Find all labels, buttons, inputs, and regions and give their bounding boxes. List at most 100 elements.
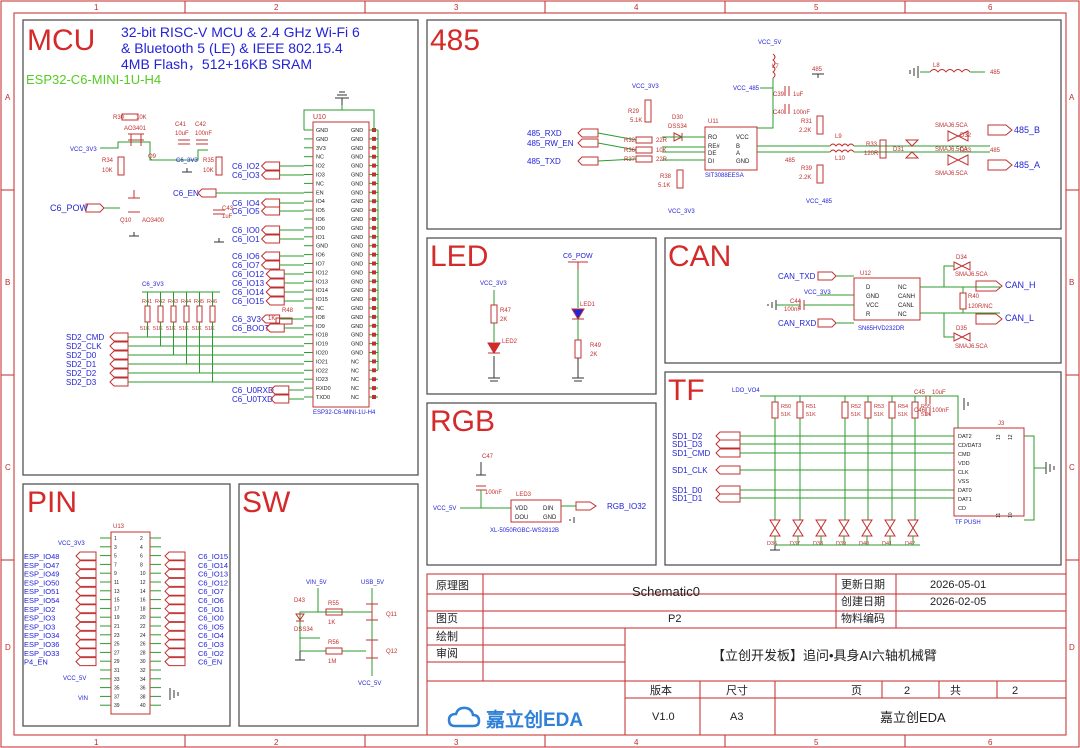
u13-even-pin: 22	[140, 624, 146, 630]
q9-ref: Q9	[148, 154, 157, 160]
vcc3v3-485: VCC_3V3	[632, 84, 659, 90]
led1-ref: LED1	[580, 302, 596, 308]
pin-left-net: ESP_IO2	[24, 605, 55, 614]
u10-left-pin: 3V3	[316, 146, 326, 152]
mcu-net-label: C6_IO3	[232, 171, 260, 180]
sd2-net-label: SD2_D1	[66, 360, 97, 369]
u13-odd-pin: 17	[114, 606, 120, 612]
r34-value: 10K	[102, 168, 113, 174]
j3-side-pin: 12	[1008, 434, 1014, 440]
pin-right-net: C6_IO15	[198, 552, 228, 561]
pullup-body	[170, 305, 177, 323]
u10-left-pin: IO0	[316, 226, 325, 232]
net-flag	[75, 604, 97, 614]
d35-ref: D35	[956, 326, 968, 332]
can-l-net: CAN_L	[1005, 313, 1034, 323]
u10-pin-dot	[372, 199, 376, 204]
u10-right-pin: NC	[351, 386, 359, 392]
dss34-sw: DSS34	[294, 627, 314, 633]
u10-left-pin: GND	[316, 244, 328, 250]
net-flag	[164, 569, 186, 579]
pin-left-net: ESP_IO51	[24, 587, 59, 596]
u10-right-pin: GND	[351, 270, 363, 276]
r47-ref: R47	[500, 308, 512, 314]
pin-right-net: C6_IO7	[198, 587, 224, 596]
smaj-d32-top: SMAJ6.5CA	[935, 123, 968, 129]
mcu-box	[22, 19, 419, 476]
tvs-diode-symbol	[884, 519, 896, 537]
mcu-net-label: C6_IO4	[232, 199, 260, 208]
u10-pin-dot	[372, 297, 376, 302]
u10-left-pin: IO19	[316, 342, 328, 348]
sd2-net-label: SD2_D2	[66, 369, 97, 378]
u10-right-pin: GND	[351, 155, 363, 161]
u10-pin-dot	[372, 234, 376, 239]
u13-odd-pin: 33	[114, 677, 120, 683]
q10-ref: Q10	[120, 218, 132, 224]
d30-ref: D30	[672, 115, 684, 121]
r56-ref: R56	[328, 640, 340, 646]
r32-ref: R32	[624, 138, 636, 144]
net-flag	[260, 198, 281, 208]
u10-left-pin: IO5	[316, 208, 325, 214]
ruler-right-c: C	[1069, 463, 1075, 472]
u10-pin-dot	[372, 395, 376, 399]
pin-left-nets: ESP_IO48ESP_IO47ESP_IO49ESP_IO50ESP_IO51…	[24, 551, 97, 667]
tb-size-label: 尺寸	[726, 683, 748, 697]
gnd-485-right: 485	[990, 148, 1001, 154]
net-flag	[75, 551, 97, 561]
u10-left-pin: IO1	[316, 235, 325, 241]
usb5v-sw: USB_5V	[361, 580, 384, 586]
rs485-net-wire	[597, 158, 637, 162]
u13-odd-pin: 13	[114, 589, 120, 595]
u10-right-pin: GND	[351, 288, 363, 294]
tf-net-label: SD1_D2	[672, 432, 703, 441]
tf-resistor-ref: R53	[874, 404, 884, 410]
u10-right-pin: GND	[351, 181, 363, 187]
pin-right-net: C6_IO0	[198, 614, 224, 623]
ruler-bottom-6: 6	[988, 738, 993, 747]
net-flag	[164, 657, 186, 667]
c40-value: 100nF	[793, 110, 810, 116]
u11-ref: U11	[708, 119, 719, 125]
r35-ref: R35	[203, 158, 215, 164]
pullup-value: 51K	[140, 326, 150, 332]
net-flag	[75, 639, 97, 649]
sw-title: SW	[242, 486, 291, 519]
vcc5v-sw: VCC_5V	[358, 681, 381, 687]
ruler-left-a: A	[5, 93, 11, 102]
u10-left-pin: EN	[316, 190, 324, 196]
q11-ref: Q11	[386, 612, 398, 618]
net-flag	[265, 287, 285, 297]
u11-right-pin: VCC	[736, 135, 749, 141]
u10-right-pin: GND	[351, 164, 363, 170]
r38-value: 5.1K	[658, 183, 670, 189]
net-flag	[164, 577, 186, 587]
net-flag	[260, 260, 281, 270]
net-flag	[75, 630, 97, 640]
net-flag	[577, 138, 599, 148]
tb-schematic-value: Schematic0	[632, 584, 700, 599]
u10-right-pin: NC	[351, 377, 359, 383]
mcu-net-label: C6_IO13	[232, 279, 265, 288]
tb-total: 2	[1012, 685, 1018, 697]
section-boxes	[22, 19, 1062, 727]
u10-right-pin: GND	[351, 235, 363, 241]
l7-ref: L7	[772, 64, 779, 70]
j3-pin: VSS	[958, 479, 969, 485]
pin-left-net: ESP_IO36	[24, 640, 59, 649]
can-section: CAN_TXD CAN_RXD VCC_3V3 C44 100nF U12 DG…	[767, 255, 1036, 350]
u13-odd-pin: 31	[114, 668, 120, 674]
u13-even-pin: 26	[140, 642, 146, 648]
net-flag	[260, 161, 281, 171]
ruler-left-c: C	[5, 463, 11, 472]
mcu-net-label: C6_EN	[173, 189, 199, 198]
mcu-net-label: C6_IO6	[232, 252, 260, 261]
mcu-net-label: C6_IO0	[232, 226, 260, 235]
pullup-value: 51K	[166, 326, 176, 332]
net-flag	[164, 613, 186, 623]
u13-even-pin: 6	[140, 554, 143, 560]
net-flag	[75, 560, 97, 570]
